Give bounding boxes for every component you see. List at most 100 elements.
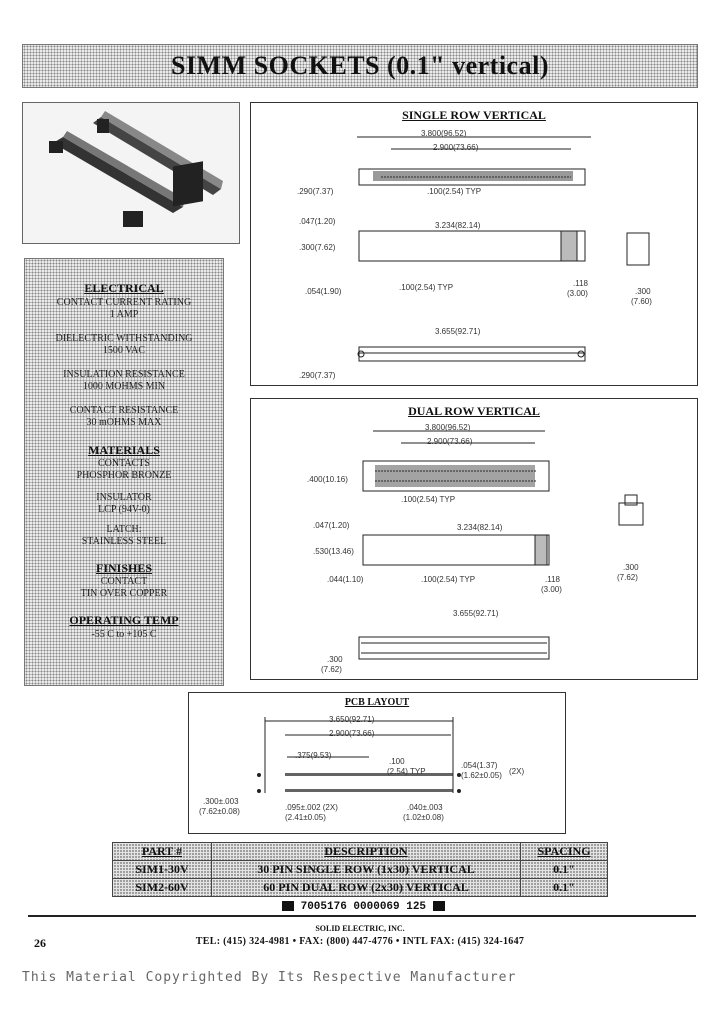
sr-wide-dim: .300 <box>635 287 651 296</box>
column-header-part: PART # <box>112 842 212 861</box>
dual-row-title: DUAL ROW VERTICAL <box>408 404 540 418</box>
pcb-layout-schematic <box>257 717 461 793</box>
dr-body-dim: 2.900(73.66) <box>427 437 473 446</box>
dr-bottom-height-dim: .300 <box>327 655 343 664</box>
specifications-panel: ELECTRICAL CONTACT CURRENT RATING 1 AMP … <box>24 258 224 686</box>
dr-wide-mm-dim: (7.62) <box>617 573 638 582</box>
contact-resistance-value: 30 mOHMS MAX <box>86 417 162 428</box>
barcode-line: 7005176 0000069 125 <box>282 901 502 915</box>
latch-label: LATCH: <box>106 524 142 535</box>
description-cell: 30 PIN SINGLE ROW (1x30) VERTICAL <box>211 860 521 879</box>
column-header-spacing: SPACING <box>520 842 608 861</box>
pcb-layout-drawing: PCB LAYOUT 3.650(92.71) 2.900(73.66) .37… <box>188 692 566 834</box>
part-number-cell: SIM2-60V <box>112 878 212 897</box>
contact-line: TEL: (415) 324-4981 • FAX: (800) 447-477… <box>195 936 525 947</box>
sr-side2-dim: .300(7.62) <box>299 243 336 252</box>
sr-low-dim: .054(1.90) <box>305 287 342 296</box>
sr-wide-mm-dim: (7.60) <box>631 297 652 306</box>
dr-overall-dim: 3.800(96.52) <box>425 423 471 432</box>
current-value: 1 AMP <box>109 309 139 320</box>
dr-low-dim: .044(1.10) <box>327 575 364 584</box>
sr-pitch2-dim: .100(2.54) TYP <box>399 283 454 292</box>
finish-contact-value: TIN OVER COPPER <box>80 588 168 599</box>
dielectric-value: 1500 VAC <box>102 345 146 356</box>
single-row-schematic <box>357 136 650 362</box>
sr-left-height-dim: .290(7.37) <box>297 187 334 196</box>
materials-heading: MATERIALS <box>88 443 160 457</box>
dr-length-dim: 3.234(82.14) <box>457 523 503 532</box>
description-cell: 60 PIN DUAL ROW (2x30) VERTICAL <box>211 878 521 897</box>
pcb-pitch-mm-dim: (2.54) TYP <box>387 767 426 776</box>
pcb-two-x-label: (2X) <box>509 767 525 776</box>
sr-body-dim: 2.900(73.66) <box>433 143 479 152</box>
latch-value: STAINLESS STEEL <box>81 536 167 547</box>
electrical-heading: ELECTRICAL <box>84 281 164 295</box>
dr-pin-dim: .118 <box>545 575 560 584</box>
sr-pitch-dim: .100(2.54) TYP <box>427 187 482 196</box>
barcode-end-mark <box>432 901 445 912</box>
pcb-body-dim: 2.900(73.66) <box>329 729 375 738</box>
barcode-number: 7005176 0000069 125 <box>300 901 427 913</box>
page-number: 26 <box>34 936 46 950</box>
dr-bottom-height-mm-dim: (7.62) <box>321 665 342 674</box>
spacing-cell: 0.1" <box>520 860 608 879</box>
dr-side1-dim: .047(1.20) <box>313 521 350 530</box>
dual-row-schematic <box>358 430 644 660</box>
sr-length-dim: 3.234(82.14) <box>435 221 481 230</box>
insulation-value: 1000 MOHMS MIN <box>82 381 166 392</box>
contact-resistance-label: CONTACT RESISTANCE <box>69 405 179 416</box>
dielectric-label: DIELECTRIC WITHSTANDING <box>55 333 193 344</box>
pcb-pitch-dim: .100 <box>389 757 405 766</box>
dual-row-drawing: DUAL ROW VERTICAL 3.800(96.52) 2.900(73.… <box>250 398 698 680</box>
sr-overall-dim: 3.800(96.52) <box>421 129 467 138</box>
current-label: CONTACT CURRENT RATING <box>56 297 192 308</box>
pcb-layout-title: PCB LAYOUT <box>344 697 410 708</box>
dr-mid-dim: .530(13.46) <box>313 547 354 556</box>
pcb-offset-dim: .375(9.53) <box>295 751 332 760</box>
operating-temp-value: -55 C to +105 C <box>91 629 157 640</box>
column-header-description: DESCRIPTION <box>211 842 521 861</box>
company-name: SOLID ELECTRIC, INC. <box>315 924 405 933</box>
finish-contact-label: CONTACT <box>100 576 148 587</box>
pcb-overall-dim: 3.650(92.71) <box>329 715 375 724</box>
page-title: SIMM SOCKETS (0.1" vertical) <box>171 51 549 80</box>
pcb-peg-dim: .095±.002 (2X) <box>285 803 338 812</box>
insulator-label: INSULATOR <box>96 492 152 503</box>
part-number-table: PART # DESCRIPTION SPACING SIM1-30V 30 P… <box>112 842 608 897</box>
sr-pin-mm-dim: (3.00) <box>567 289 588 298</box>
title-banner: SIMM SOCKETS (0.1" vertical) <box>22 44 698 88</box>
pcb-drill-dim: .040±.003 <box>407 803 443 812</box>
table-row: SIM2-60V 60 PIN DUAL ROW (2x30) VERTICAL… <box>112 878 608 897</box>
dr-height-dim: .400(10.16) <box>307 475 348 484</box>
copyright-notice: This Material Copyrighted By Its Respect… <box>22 970 517 985</box>
contacts-label: CONTACTS <box>98 458 150 469</box>
pcb-row-dim: .300±.003 <box>203 797 239 806</box>
sr-side1-dim: .047(1.20) <box>299 217 336 226</box>
dr-pitch-dim: .100(2.54) TYP <box>401 495 456 504</box>
spacing-cell: 0.1" <box>520 878 608 897</box>
dr-pitch2-dim: .100(2.54) TYP <box>421 575 476 584</box>
single-row-drawing: SINGLE ROW VERTICAL 3.800(96.52) 2.900(7… <box>250 102 698 386</box>
table-header-row: PART # DESCRIPTION SPACING <box>112 842 608 861</box>
dr-wide-dim: .300 <box>623 563 639 572</box>
pcb-row-mm-dim: (7.62±0.08) <box>199 807 240 816</box>
finishes-heading: FINISHES <box>95 561 153 575</box>
barcode-start-mark <box>282 901 294 912</box>
insulator-value: LCP (94V-0) <box>98 504 150 515</box>
part-number-cell: SIM1-30V <box>112 860 212 879</box>
operating-temp-heading: OPERATING TEMP <box>69 613 179 627</box>
single-row-title: SINGLE ROW VERTICAL <box>402 108 546 122</box>
contacts-value: PHOSPHOR BRONZE <box>76 470 172 481</box>
product-photo <box>22 102 240 244</box>
dr-bottom-length-dim: 3.655(92.71) <box>453 609 499 618</box>
table-row: SIM1-30V 30 PIN SINGLE ROW (1x30) VERTIC… <box>112 860 608 879</box>
sr-bottom-height-dim: .290(7.37) <box>299 371 336 380</box>
pcb-drill-mm-dim: (1.02±0.08) <box>403 813 444 822</box>
footer-divider <box>28 915 696 917</box>
socket-photo-illustration <box>23 103 239 243</box>
insulation-label: INSULATION RESISTANCE <box>63 369 185 380</box>
pcb-hole-dim: .054(1.37) <box>461 761 498 770</box>
sr-pin-dim: .118 <box>573 279 588 288</box>
pcb-peg-mm-dim: (2.41±0.05) <box>285 813 326 822</box>
pcb-hole-mm-dim: (1.62±0.05) <box>461 771 502 780</box>
